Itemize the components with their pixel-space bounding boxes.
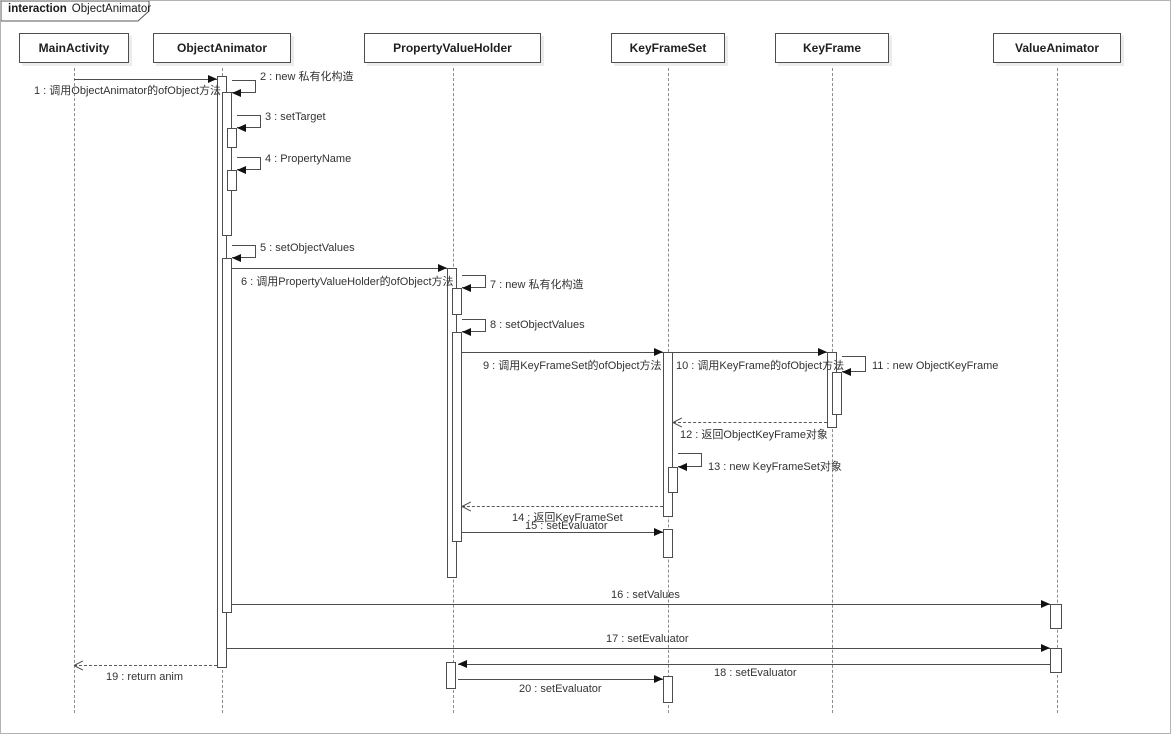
- message-2-arrowhead: [232, 89, 241, 97]
- message-9-line: [462, 352, 663, 353]
- message-12-label: 12 : 返回ObjectKeyFrame对象: [680, 429, 828, 441]
- message-19-line: [74, 665, 217, 666]
- message-8-loop: [462, 319, 486, 332]
- activation-objectanimator-2: [222, 92, 232, 236]
- message-17-label: 17 : setEvaluator: [606, 633, 689, 645]
- lifeline-name: KeyFrameSet: [629, 41, 707, 55]
- message-2-label: 2 : new 私有化构造: [260, 71, 354, 83]
- message-15-arrowhead: [654, 528, 663, 536]
- message-19-arrowhead: [74, 659, 84, 671]
- lifeline-head-valueanimator: ValueAnimator: [993, 33, 1121, 63]
- activation-propertyvalueholder-bottom: [446, 662, 456, 689]
- message-3-loop: [237, 115, 261, 128]
- activation-valueanimator-17: [1050, 648, 1062, 673]
- message-10-line: [673, 352, 827, 353]
- lifeline-valueanimator: [1057, 63, 1058, 713]
- message-14-arrowhead: [462, 500, 472, 512]
- activation-keyframeset-13: [668, 467, 678, 493]
- message-3-arrowhead: [237, 124, 246, 132]
- message-17-arrowhead: [1041, 644, 1050, 652]
- message-6-arrowhead: [438, 264, 447, 272]
- message-15-line: [462, 532, 663, 533]
- frame-name: ObjectAnimator: [71, 3, 152, 15]
- lifeline-head-propertyvalueholder: PropertyValueHolder: [364, 33, 541, 63]
- message-20-line: [458, 679, 663, 680]
- message-10-arrowhead: [818, 348, 827, 356]
- lifeline-head-mainactivity: MainActivity: [19, 33, 129, 63]
- message-13-loop: [678, 453, 702, 467]
- message-4-label: 4 : PropertyName: [265, 153, 352, 165]
- message-13-arrowhead: [678, 463, 687, 471]
- message-5-loop: [232, 245, 256, 258]
- lifeline-head-keyframe: KeyFrame: [775, 33, 889, 63]
- activation-keyframeset-main: [663, 352, 673, 517]
- message-19-label: 19 : return anim: [106, 671, 184, 683]
- message-17-line: [227, 648, 1050, 649]
- message-11-label: 11 : new ObjectKeyFrame: [872, 360, 999, 372]
- message-18-label: 18 : setEvaluator: [714, 667, 797, 679]
- lifeline-name: ValueAnimator: [1014, 41, 1100, 55]
- message-16-label: 16 : setValues: [611, 589, 680, 601]
- message-20-label: 20 : setEvaluator: [519, 683, 602, 695]
- activation-valueanimator-16: [1050, 604, 1062, 629]
- message-7-label: 7 : new 私有化构造: [490, 279, 584, 291]
- lifeline-head-keyframeset: KeyFrameSet: [611, 33, 725, 63]
- message-10-label: 10 : 调用KeyFrame的ofObject方法: [676, 360, 845, 372]
- message-11-loop: [842, 356, 866, 372]
- frame-tag-shape: [1, 1, 150, 22]
- message-1-line: [74, 79, 217, 80]
- activation-keyframe-11: [832, 372, 842, 415]
- message-1-label: 1 : 调用ObjectAnimator的ofObject方法: [34, 85, 222, 97]
- lifeline-name: MainActivity: [38, 41, 110, 55]
- activation-propertyvalueholder-7: [452, 288, 462, 315]
- message-6-label: 6 : 调用PropertyValueHolder的ofObject方法: [241, 276, 454, 288]
- message-4-arrowhead: [237, 166, 246, 174]
- lifeline-mainactivity: [74, 63, 75, 713]
- message-8-label: 8 : setObjectValues: [490, 319, 585, 331]
- message-6-line: [232, 268, 447, 269]
- message-9-label: 9 : 调用KeyFrameSet的ofObject方法: [483, 360, 662, 372]
- lifeline-name: KeyFrame: [802, 41, 862, 55]
- message-3-label: 3 : setTarget: [265, 111, 326, 123]
- message-7-arrowhead: [462, 284, 471, 292]
- frame-title: interaction ObjectAnimator: [8, 3, 151, 15]
- message-2-loop: [232, 80, 256, 93]
- activation-propertyvalueholder-8: [452, 332, 462, 542]
- message-16-line: [232, 604, 1050, 605]
- message-20-arrowhead: [654, 675, 663, 683]
- message-9-arrowhead: [654, 348, 663, 356]
- activation-keyframeset-15: [663, 529, 673, 558]
- lifeline-name: PropertyValueHolder: [393, 41, 512, 55]
- message-18-line: [458, 664, 1050, 665]
- message-12-line: [673, 422, 827, 423]
- message-13-label: 13 : new KeyFrameSet对象: [708, 461, 842, 473]
- message-14-line: [462, 506, 663, 507]
- message-5-arrowhead: [232, 254, 241, 262]
- message-14-label: 14 : 返回KeyFrameSet: [512, 512, 623, 524]
- message-5-label: 5 : setObjectValues: [260, 242, 355, 254]
- message-1-arrowhead: [208, 75, 217, 83]
- message-7-loop: [462, 275, 486, 288]
- activation-objectanimator-3: [227, 128, 237, 148]
- activation-objectanimator-5: [222, 258, 232, 613]
- activation-keyframeset-20: [663, 676, 673, 703]
- message-8-arrowhead: [462, 328, 471, 336]
- frame-keyword: interaction: [8, 3, 67, 15]
- message-4-loop: [237, 157, 261, 170]
- lifeline-head-objectanimator: ObjectAnimator: [153, 33, 291, 63]
- message-11-arrowhead: [842, 368, 851, 376]
- message-16-arrowhead: [1041, 600, 1050, 608]
- activation-objectanimator-4: [227, 170, 237, 191]
- lifeline-name: ObjectAnimator: [176, 41, 267, 55]
- message-15-label: 15 : setEvaluator: [525, 520, 608, 532]
- message-18-arrowhead: [458, 660, 467, 668]
- frame-tag: interaction ObjectAnimator: [1, 1, 151, 22]
